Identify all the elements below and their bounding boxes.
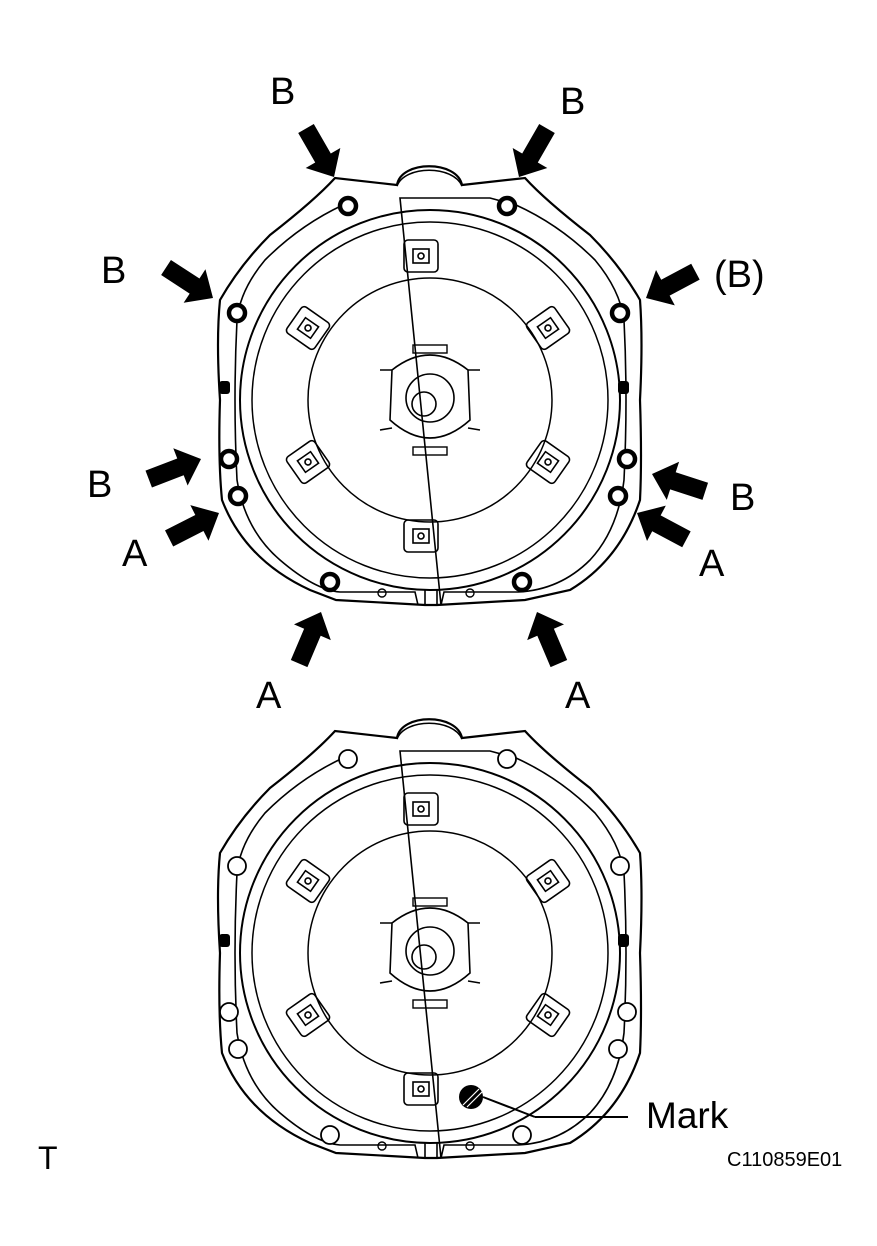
pointer-arrow-icon [518,604,578,672]
pointer-arrow-icon [501,118,565,187]
callout-b-upper-right: (B) [714,254,765,296]
callout-a-mid-left: A [122,533,148,575]
lower-housing [216,718,643,1161]
pointer-arrow-icon [636,254,705,316]
pointer-arrow-icon [160,495,229,557]
upper-housing [216,165,643,608]
callout-b-mid-left: B [87,464,113,506]
pointer-arrow-icon [280,604,340,672]
callout-a-bottom-right: A [565,675,591,717]
callout-a-bottom-left: A [256,675,282,717]
pointer-arrow-icon [645,454,712,511]
callout-b-upper-left: B [101,250,127,292]
alignment-mark [459,1085,628,1118]
figure-id: C110859E01 [727,1149,843,1171]
callout-b-top-right: B [560,81,586,123]
corner-code: T [38,1140,58,1176]
callout-b-top-left: B [270,71,296,113]
pointer-arrow-icon [288,118,352,187]
pointer-arrow-icon [155,250,224,315]
mark-label: Mark [646,1095,729,1136]
pointer-arrow-icon [141,440,209,498]
callout-b-mid-right: B [730,477,756,519]
callout-a-mid-right: A [699,543,725,585]
